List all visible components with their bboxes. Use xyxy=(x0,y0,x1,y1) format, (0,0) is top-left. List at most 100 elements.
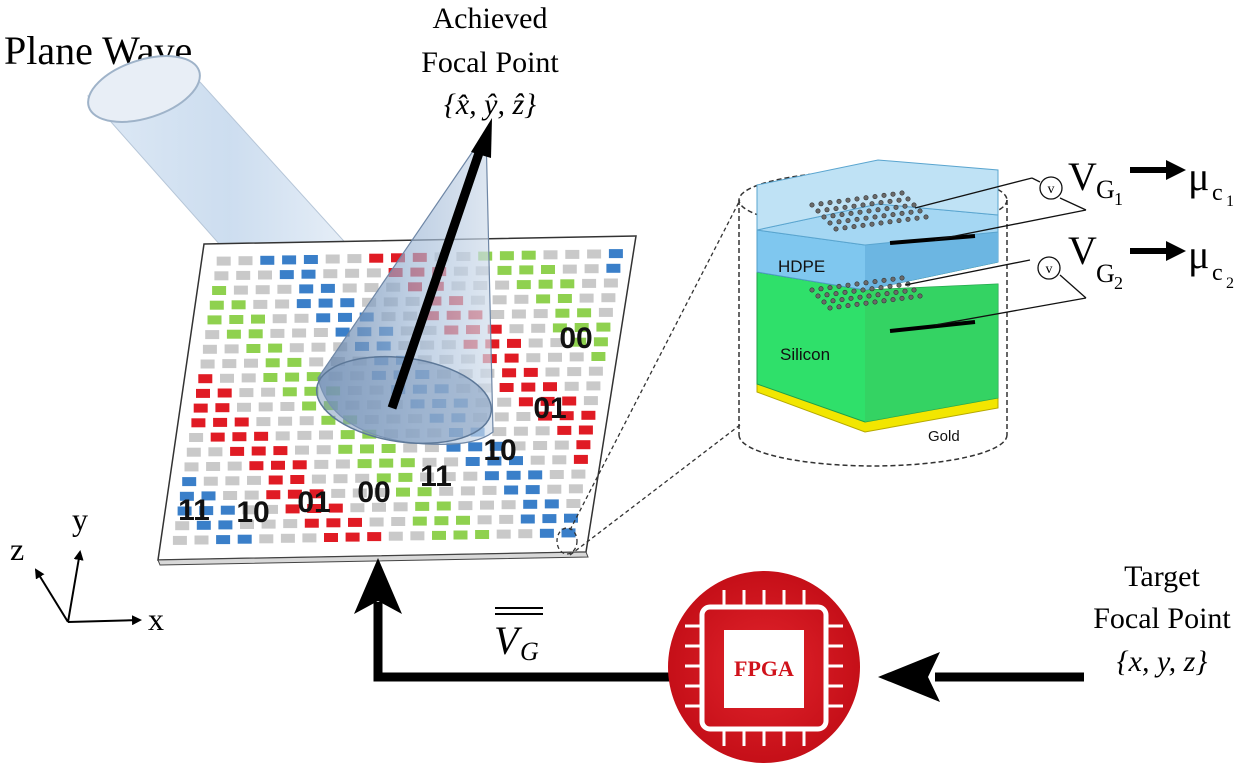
graphene-node xyxy=(893,289,899,295)
unit-cell xyxy=(237,534,252,544)
unit-cell xyxy=(543,382,557,392)
unit-cell xyxy=(581,410,596,420)
graphene-node xyxy=(896,218,902,224)
unit-cell xyxy=(275,431,290,441)
unit-cell xyxy=(238,256,253,266)
control-loop xyxy=(354,558,1084,702)
unit-cell xyxy=(225,476,240,486)
unit-cell xyxy=(271,460,285,470)
unit-cell xyxy=(256,417,271,427)
unit-cell xyxy=(525,485,540,495)
unit-cell xyxy=(561,528,576,538)
unit-cell xyxy=(215,403,230,413)
unit-cell xyxy=(391,517,406,526)
unit-cell xyxy=(569,352,584,362)
zoom-source-ring xyxy=(556,527,578,555)
unit-cell xyxy=(297,430,312,440)
unit-cell xyxy=(323,269,338,279)
unit-cell xyxy=(494,412,509,422)
graphene-node xyxy=(815,208,821,214)
graphene-node xyxy=(893,204,899,210)
gate-2-arrow-icon xyxy=(1166,241,1186,261)
unit-cell xyxy=(246,344,261,353)
achieved-coords: {x̂, ŷ, ẑ} xyxy=(444,88,536,121)
gate-bias-circuit-1 xyxy=(914,176,1087,241)
unit-cell xyxy=(255,285,270,295)
unit-cell xyxy=(376,473,391,483)
unit-cell xyxy=(516,280,531,290)
unit-cell xyxy=(275,299,290,309)
unit-cell xyxy=(258,270,272,280)
unit-cell xyxy=(242,505,257,515)
unit-cell xyxy=(564,513,578,523)
feedback-arrow-head xyxy=(354,558,402,614)
unit-cell xyxy=(410,531,425,541)
unit-cell xyxy=(331,488,346,498)
graphene-node xyxy=(809,202,815,208)
unit-cell xyxy=(340,298,355,308)
graphene-node xyxy=(899,295,905,301)
axis-y-label: y xyxy=(72,501,88,537)
graphene-node xyxy=(839,212,845,218)
graphene-node xyxy=(857,294,863,300)
unit-cell xyxy=(533,309,548,319)
graphene-node xyxy=(896,282,902,288)
unit-cell xyxy=(548,352,562,362)
unit-cell xyxy=(302,401,317,411)
unit-cell xyxy=(439,486,454,496)
graphene-node xyxy=(815,293,821,299)
unit-cell xyxy=(506,470,521,480)
unit-cell xyxy=(544,499,559,509)
graphene-node xyxy=(860,202,866,208)
graphene-node xyxy=(908,209,914,215)
unit-cell xyxy=(497,265,512,275)
unit-cell xyxy=(591,352,606,361)
unit-cell xyxy=(458,501,473,511)
unit-cell xyxy=(347,254,362,264)
unit-cell xyxy=(241,373,256,383)
unit-cell xyxy=(388,531,403,541)
unit-cell xyxy=(415,501,430,511)
unit-cell xyxy=(398,472,413,482)
unit-cell xyxy=(282,387,297,397)
unit-cell xyxy=(303,255,318,264)
state-label-10-right: 10 xyxy=(483,434,516,467)
graphene-node xyxy=(869,286,875,292)
unit-cell xyxy=(287,357,302,367)
unit-cell xyxy=(403,443,418,453)
graphene-node xyxy=(851,288,857,294)
graphene-node xyxy=(890,297,896,303)
unit-cell xyxy=(260,255,275,265)
unit-cell xyxy=(352,488,367,498)
unit-cell xyxy=(249,461,264,471)
graphene-node xyxy=(827,200,833,206)
unit-cell xyxy=(497,397,512,407)
unit-cell xyxy=(514,294,529,304)
unit-cell xyxy=(247,475,261,485)
graphene-node xyxy=(887,198,893,204)
target-label-line1: Target xyxy=(1124,560,1200,593)
target-coords: {x, y, z} xyxy=(1117,645,1208,678)
graphene-node xyxy=(809,287,815,293)
graphene-node xyxy=(884,291,890,297)
unit-cell xyxy=(220,505,235,515)
unit-cell xyxy=(559,411,574,421)
unit-cell xyxy=(184,462,199,472)
unit-cell xyxy=(316,445,331,455)
unit-cell xyxy=(189,433,204,442)
graphene-node xyxy=(908,294,914,300)
graphene-node xyxy=(887,283,893,289)
unit-cell xyxy=(582,278,597,288)
state-label-10-bottom: 10 xyxy=(236,496,269,529)
state-labels: 00 01 10 11 00 01 10 11 xyxy=(178,322,593,529)
state-label-00-bottom: 00 xyxy=(357,476,390,509)
graphene-node xyxy=(866,208,872,214)
unit-cell xyxy=(504,485,519,495)
unit-cell xyxy=(216,256,231,266)
unit-cell xyxy=(554,440,569,450)
unit-cell xyxy=(231,300,246,310)
unit-cell xyxy=(571,469,586,479)
zoom-connector xyxy=(556,199,741,556)
unit-cell xyxy=(521,250,536,260)
unit-cell xyxy=(314,459,329,469)
